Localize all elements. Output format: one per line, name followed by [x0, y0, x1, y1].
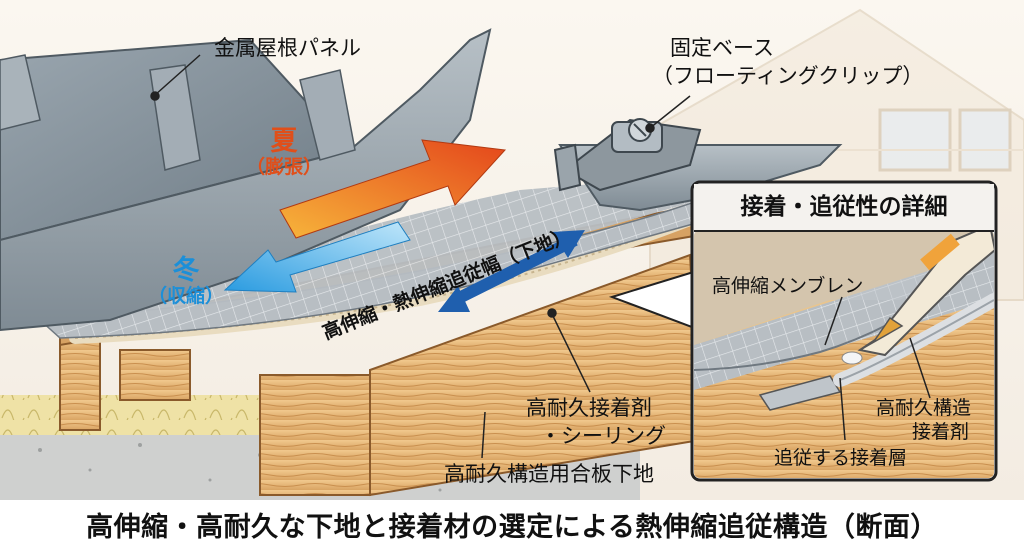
detail-structural-line2: 接着剤	[912, 421, 970, 443]
figure-caption: 高伸縮・高耐久な下地と接着材の選定による熱伸縮追従構造（断面）	[86, 512, 938, 543]
adhesive-label-line1: 高耐久接着剤	[526, 396, 652, 420]
summer-label: 夏 （膨張）	[246, 126, 322, 179]
base-label-line1: 固定ベース	[670, 36, 774, 60]
base-label-line2: （フローティングクリップ）	[652, 64, 924, 88]
membrane-width-arrow	[438, 230, 585, 312]
detail-following-layer: 追従する接着層	[774, 447, 908, 469]
plywood-label: 高耐久構造用合板下地	[444, 462, 654, 486]
inset-leaders	[824, 296, 931, 441]
summer-expansion-arrow	[279, 139, 507, 239]
winter-title: 冬	[172, 255, 200, 286]
roof-panel-label: 金属屋根パネル	[214, 36, 361, 60]
detail-title: 接着・追従性の詳細	[694, 184, 994, 232]
detail-structural-line1: 高耐久構造	[876, 397, 972, 419]
winter-label: 冬 （収縮）	[148, 255, 224, 308]
caulk-gun-icon	[841, 230, 994, 365]
metal-roof-panels	[0, 28, 843, 332]
winter-subtitle: （収縮）	[148, 285, 225, 308]
detail-inset	[690, 180, 998, 482]
insulation	[0, 395, 280, 435]
summer-title: 夏	[270, 126, 298, 157]
detail-membrane-label: 高伸縮メンブレン	[712, 275, 864, 297]
summer-subtitle: （膨張）	[246, 156, 323, 179]
adhesive-label-line2: ・シーリング	[540, 424, 666, 448]
leader-lines	[150, 54, 691, 459]
winter-contraction-arrow	[223, 221, 411, 293]
